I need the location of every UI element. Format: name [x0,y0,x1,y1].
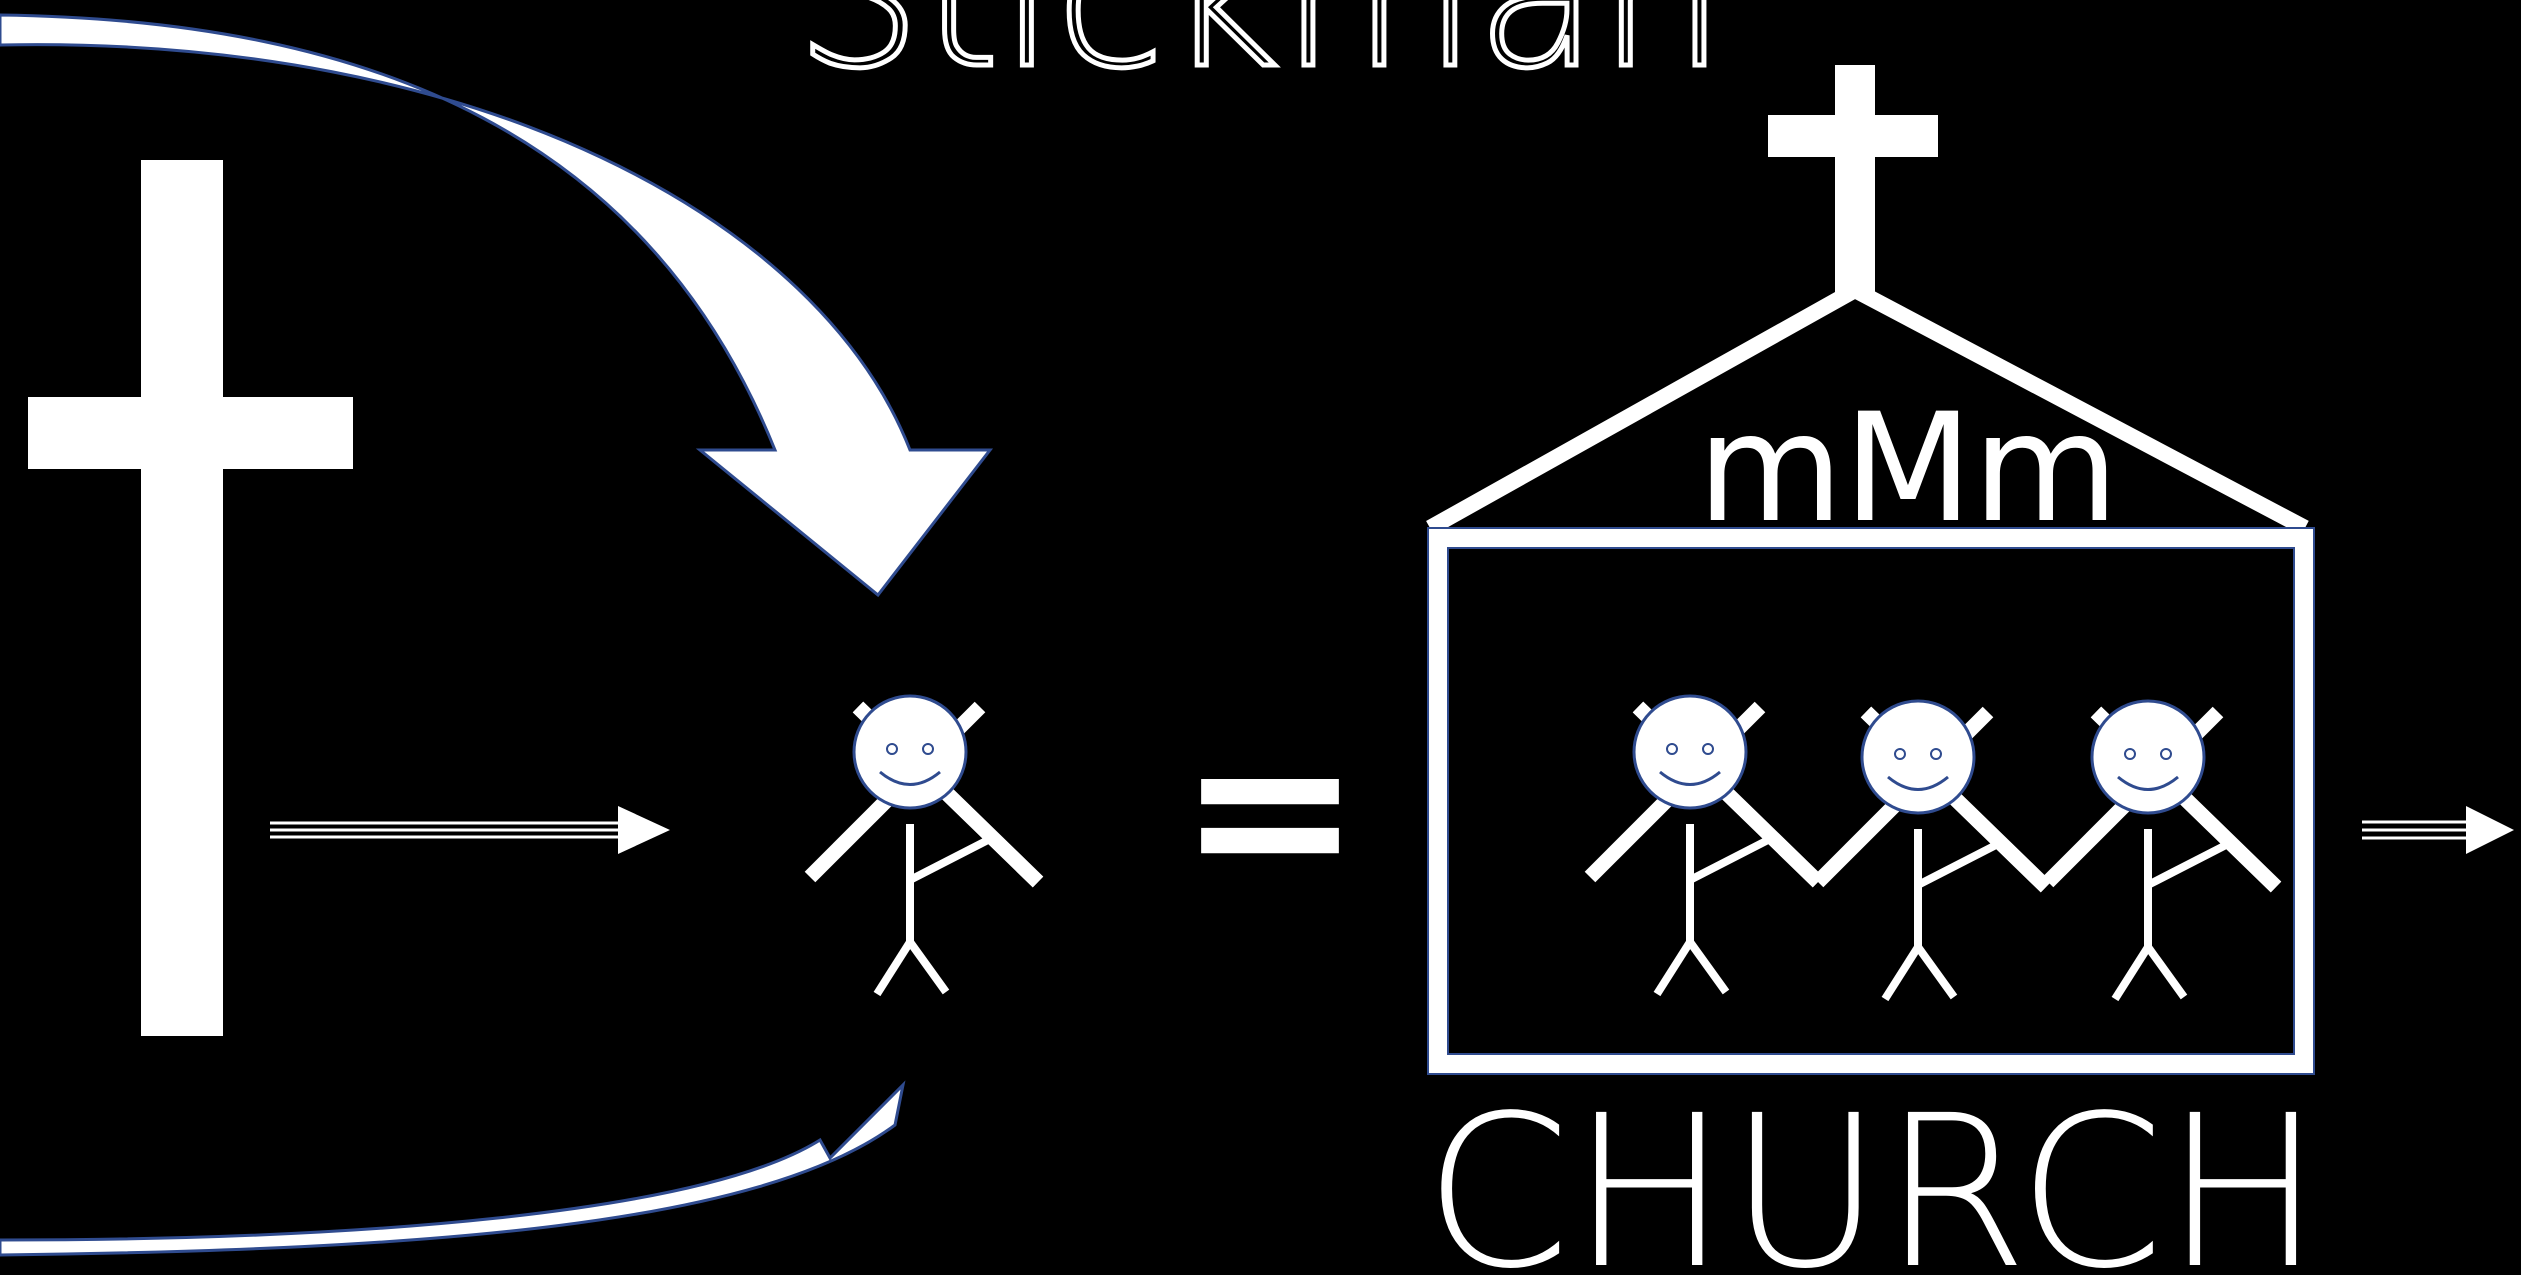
arrow-right-icon [270,806,670,854]
arrow-right-small-icon [2362,806,2514,854]
church-member-stickman-1 [1590,696,1818,994]
latin-cross-icon [28,160,353,1036]
church-building-icon [1426,65,2315,1075]
slide-title: Stickman [795,0,1726,113]
equals-sign: = [1178,681,1362,937]
roof-label: mMm [1697,382,2119,556]
church-member-stickman-2 [1818,701,2046,999]
building-label: CHURCH [1424,1070,2322,1275]
curved-arrow-down-icon [0,13,994,598]
curved-arrow-bottom-icon [0,1080,906,1257]
stickman-carrying-cross-icon [810,696,1038,994]
church-member-stickman-3 [2048,701,2276,999]
